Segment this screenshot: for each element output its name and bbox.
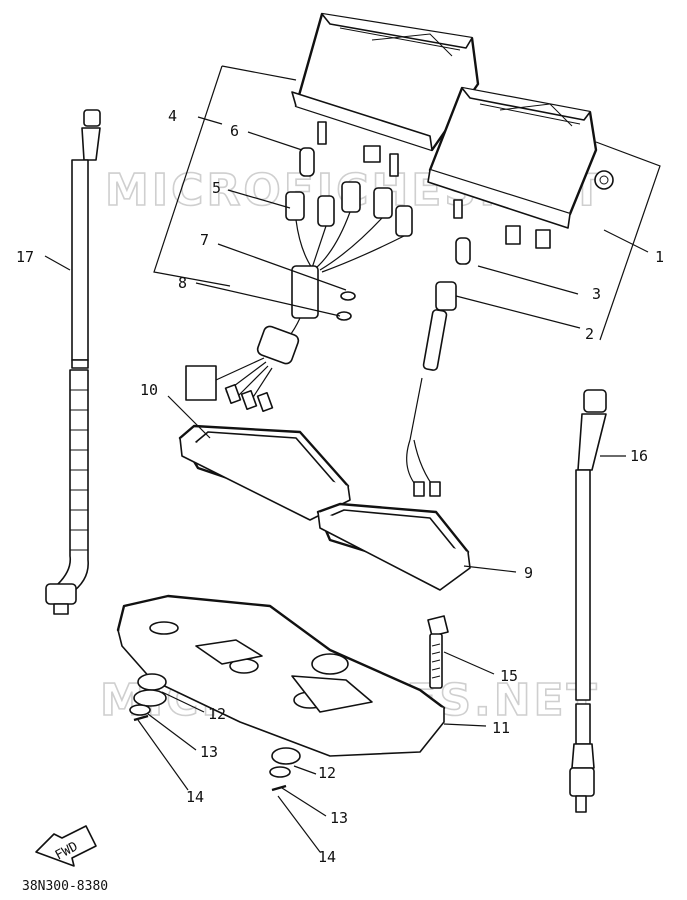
callout-9: 9 (524, 564, 533, 582)
callout-4: 4 (168, 107, 177, 125)
callout-14a: 14 (186, 788, 204, 806)
grommet-set (129, 673, 301, 792)
tachometer-cable (45, 109, 101, 615)
callout-12b: 12 (318, 764, 336, 782)
meter-assembly (291, 12, 614, 249)
wire-harness (185, 147, 413, 413)
callout-5: 5 (212, 179, 221, 197)
indicator-socket (406, 237, 471, 497)
part-code: 38N300-8380 (22, 879, 108, 894)
callout-8: 8 (178, 274, 187, 292)
callout-12a: 12 (208, 705, 226, 723)
callout-3: 3 (592, 285, 601, 303)
callout-13a: 13 (200, 743, 218, 761)
callout-16: 16 (630, 447, 648, 465)
bolt (427, 615, 449, 689)
callout-7: 7 (200, 231, 209, 249)
callouts: 1 2 3 4 5 6 7 8 9 10 11 12 12 13 13 14 1… (16, 107, 664, 866)
callout-2: 2 (585, 325, 594, 343)
forward-arrow-icon: FWD (35, 825, 97, 867)
callout-1: 1 (655, 248, 664, 266)
meter-bracket (116, 594, 446, 757)
callout-17: 17 (16, 248, 34, 266)
callout-11: 11 (492, 719, 510, 737)
callout-14b: 14 (318, 848, 336, 866)
callout-13b: 13 (330, 809, 348, 827)
callout-10: 10 (140, 381, 158, 399)
speedometer-cable (569, 389, 607, 813)
callout-6: 6 (230, 122, 239, 140)
callout-15: 15 (500, 667, 518, 685)
leader-lines (44, 116, 649, 853)
meter-cover-gasket (178, 424, 471, 591)
